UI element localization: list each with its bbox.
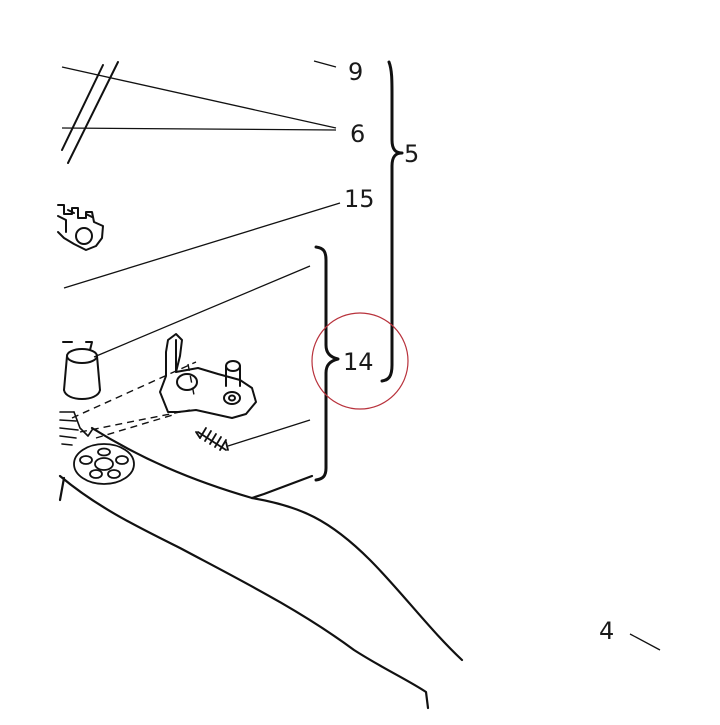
leader-line-14-bottom bbox=[227, 419, 311, 447]
main-lever bbox=[58, 426, 464, 710]
left-spring bbox=[59, 411, 93, 446]
leader-line-14-top bbox=[93, 265, 311, 358]
leader-line-6a bbox=[61, 66, 337, 129]
callout-4: 4 bbox=[599, 617, 614, 645]
lever-bracket bbox=[159, 333, 257, 419]
adjuster-knob bbox=[73, 443, 135, 485]
callout-6: 6 bbox=[350, 120, 365, 148]
callout-14: 14 bbox=[343, 348, 374, 376]
leader-line-15 bbox=[63, 202, 341, 289]
callout-labels: 9 6 5 15 14 4 bbox=[343, 58, 614, 645]
leader-line-6b bbox=[61, 127, 337, 131]
assembly-dashed-lines bbox=[71, 361, 197, 439]
brace-group-14 bbox=[314, 245, 340, 482]
leader-line-9 bbox=[313, 60, 337, 68]
cable-lines bbox=[61, 61, 119, 164]
highlight-circle bbox=[311, 312, 409, 410]
leader-lines bbox=[61, 60, 661, 651]
callout-9: 9 bbox=[348, 58, 363, 86]
brace-group-5 bbox=[380, 60, 404, 383]
detent-spring bbox=[195, 427, 229, 451]
clamp-bracket bbox=[57, 204, 104, 251]
sleeve-part bbox=[62, 341, 101, 400]
callout-15: 15 bbox=[344, 185, 375, 213]
callout-5: 5 bbox=[404, 140, 419, 168]
leader-line-4 bbox=[629, 633, 661, 651]
